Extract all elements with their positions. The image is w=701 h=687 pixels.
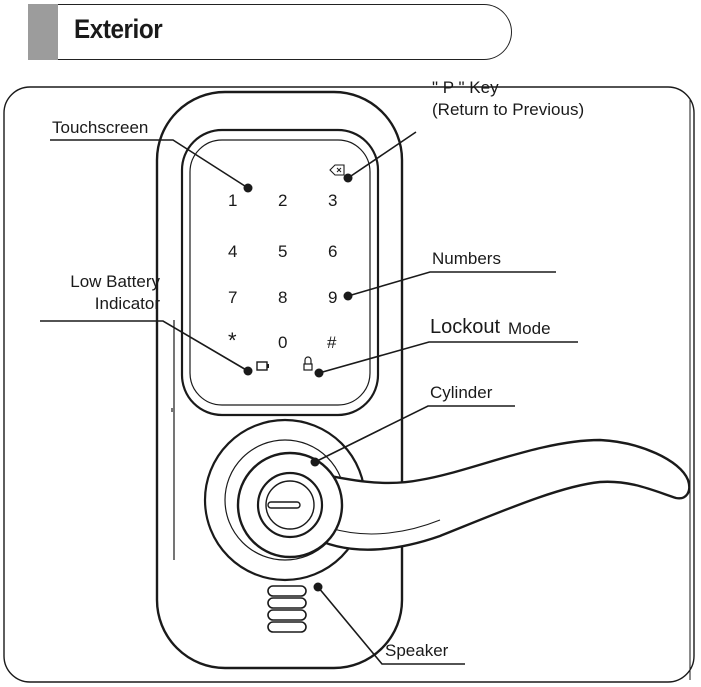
key-0: 0	[278, 333, 288, 352]
section-title: Exterior	[74, 14, 163, 44]
key-star: *	[228, 328, 237, 353]
padlock-icon	[303, 356, 313, 371]
section-header	[28, 4, 512, 60]
backspace-arrow-icon	[329, 164, 345, 176]
key-9: 9	[328, 288, 338, 307]
lever-handle	[298, 438, 691, 551]
section-header-accent	[28, 4, 58, 60]
lockout-dot	[314, 368, 324, 378]
low-battery-dot	[243, 366, 253, 376]
speaker-grille	[267, 585, 307, 633]
key-2: 2	[278, 191, 288, 210]
label-numbers: Numbers	[432, 249, 501, 268]
touchscreen-panel-inner	[189, 139, 371, 406]
key-5: 5	[278, 242, 288, 261]
label-lockout: Lockout	[430, 316, 501, 338]
label-p-key: " P " Key	[432, 78, 499, 97]
label-touchscreen: Touchscreen	[52, 118, 149, 137]
cylinder-dot	[310, 457, 320, 467]
battery-icon	[256, 361, 269, 371]
p-key-dot	[343, 173, 353, 183]
key-3: 3	[328, 191, 338, 210]
key-6: 6	[328, 242, 338, 261]
key-8: 8	[278, 288, 288, 307]
key-1: 1	[228, 191, 238, 210]
low-battery-leader	[40, 320, 249, 372]
lockout-leader	[318, 341, 578, 374]
touchscreen-leader	[50, 139, 249, 189]
label-speaker: Speaker	[385, 641, 449, 660]
cylinder-ring	[256, 471, 324, 539]
cylinder-leader	[314, 405, 515, 463]
diagram-frame	[3, 86, 695, 683]
numbers-dot	[343, 291, 353, 301]
key-hash: #	[327, 333, 337, 352]
speaker-leader	[317, 586, 465, 665]
key-4: 4	[228, 242, 238, 261]
label-cylinder: Cylinder	[430, 383, 493, 402]
key-7: 7	[228, 288, 238, 307]
label-low-battery-indicator: Indicator	[94, 294, 160, 313]
p-key-leader	[347, 131, 417, 179]
touchscreen-panel-outer	[180, 128, 380, 417]
cylinder-keyway	[267, 501, 301, 509]
label-lockout-mode: Mode	[508, 319, 551, 338]
speaker-dot	[313, 582, 323, 592]
numbers-leader	[347, 271, 556, 297]
lever-handle-inner	[329, 519, 441, 535]
lock-body	[155, 90, 404, 670]
label-p-key-desc: (Return to Previous)	[432, 100, 585, 119]
label-low-battery: Low Battery	[70, 272, 160, 291]
cylinder-core	[265, 480, 315, 530]
touchscreen-dot	[243, 183, 253, 193]
